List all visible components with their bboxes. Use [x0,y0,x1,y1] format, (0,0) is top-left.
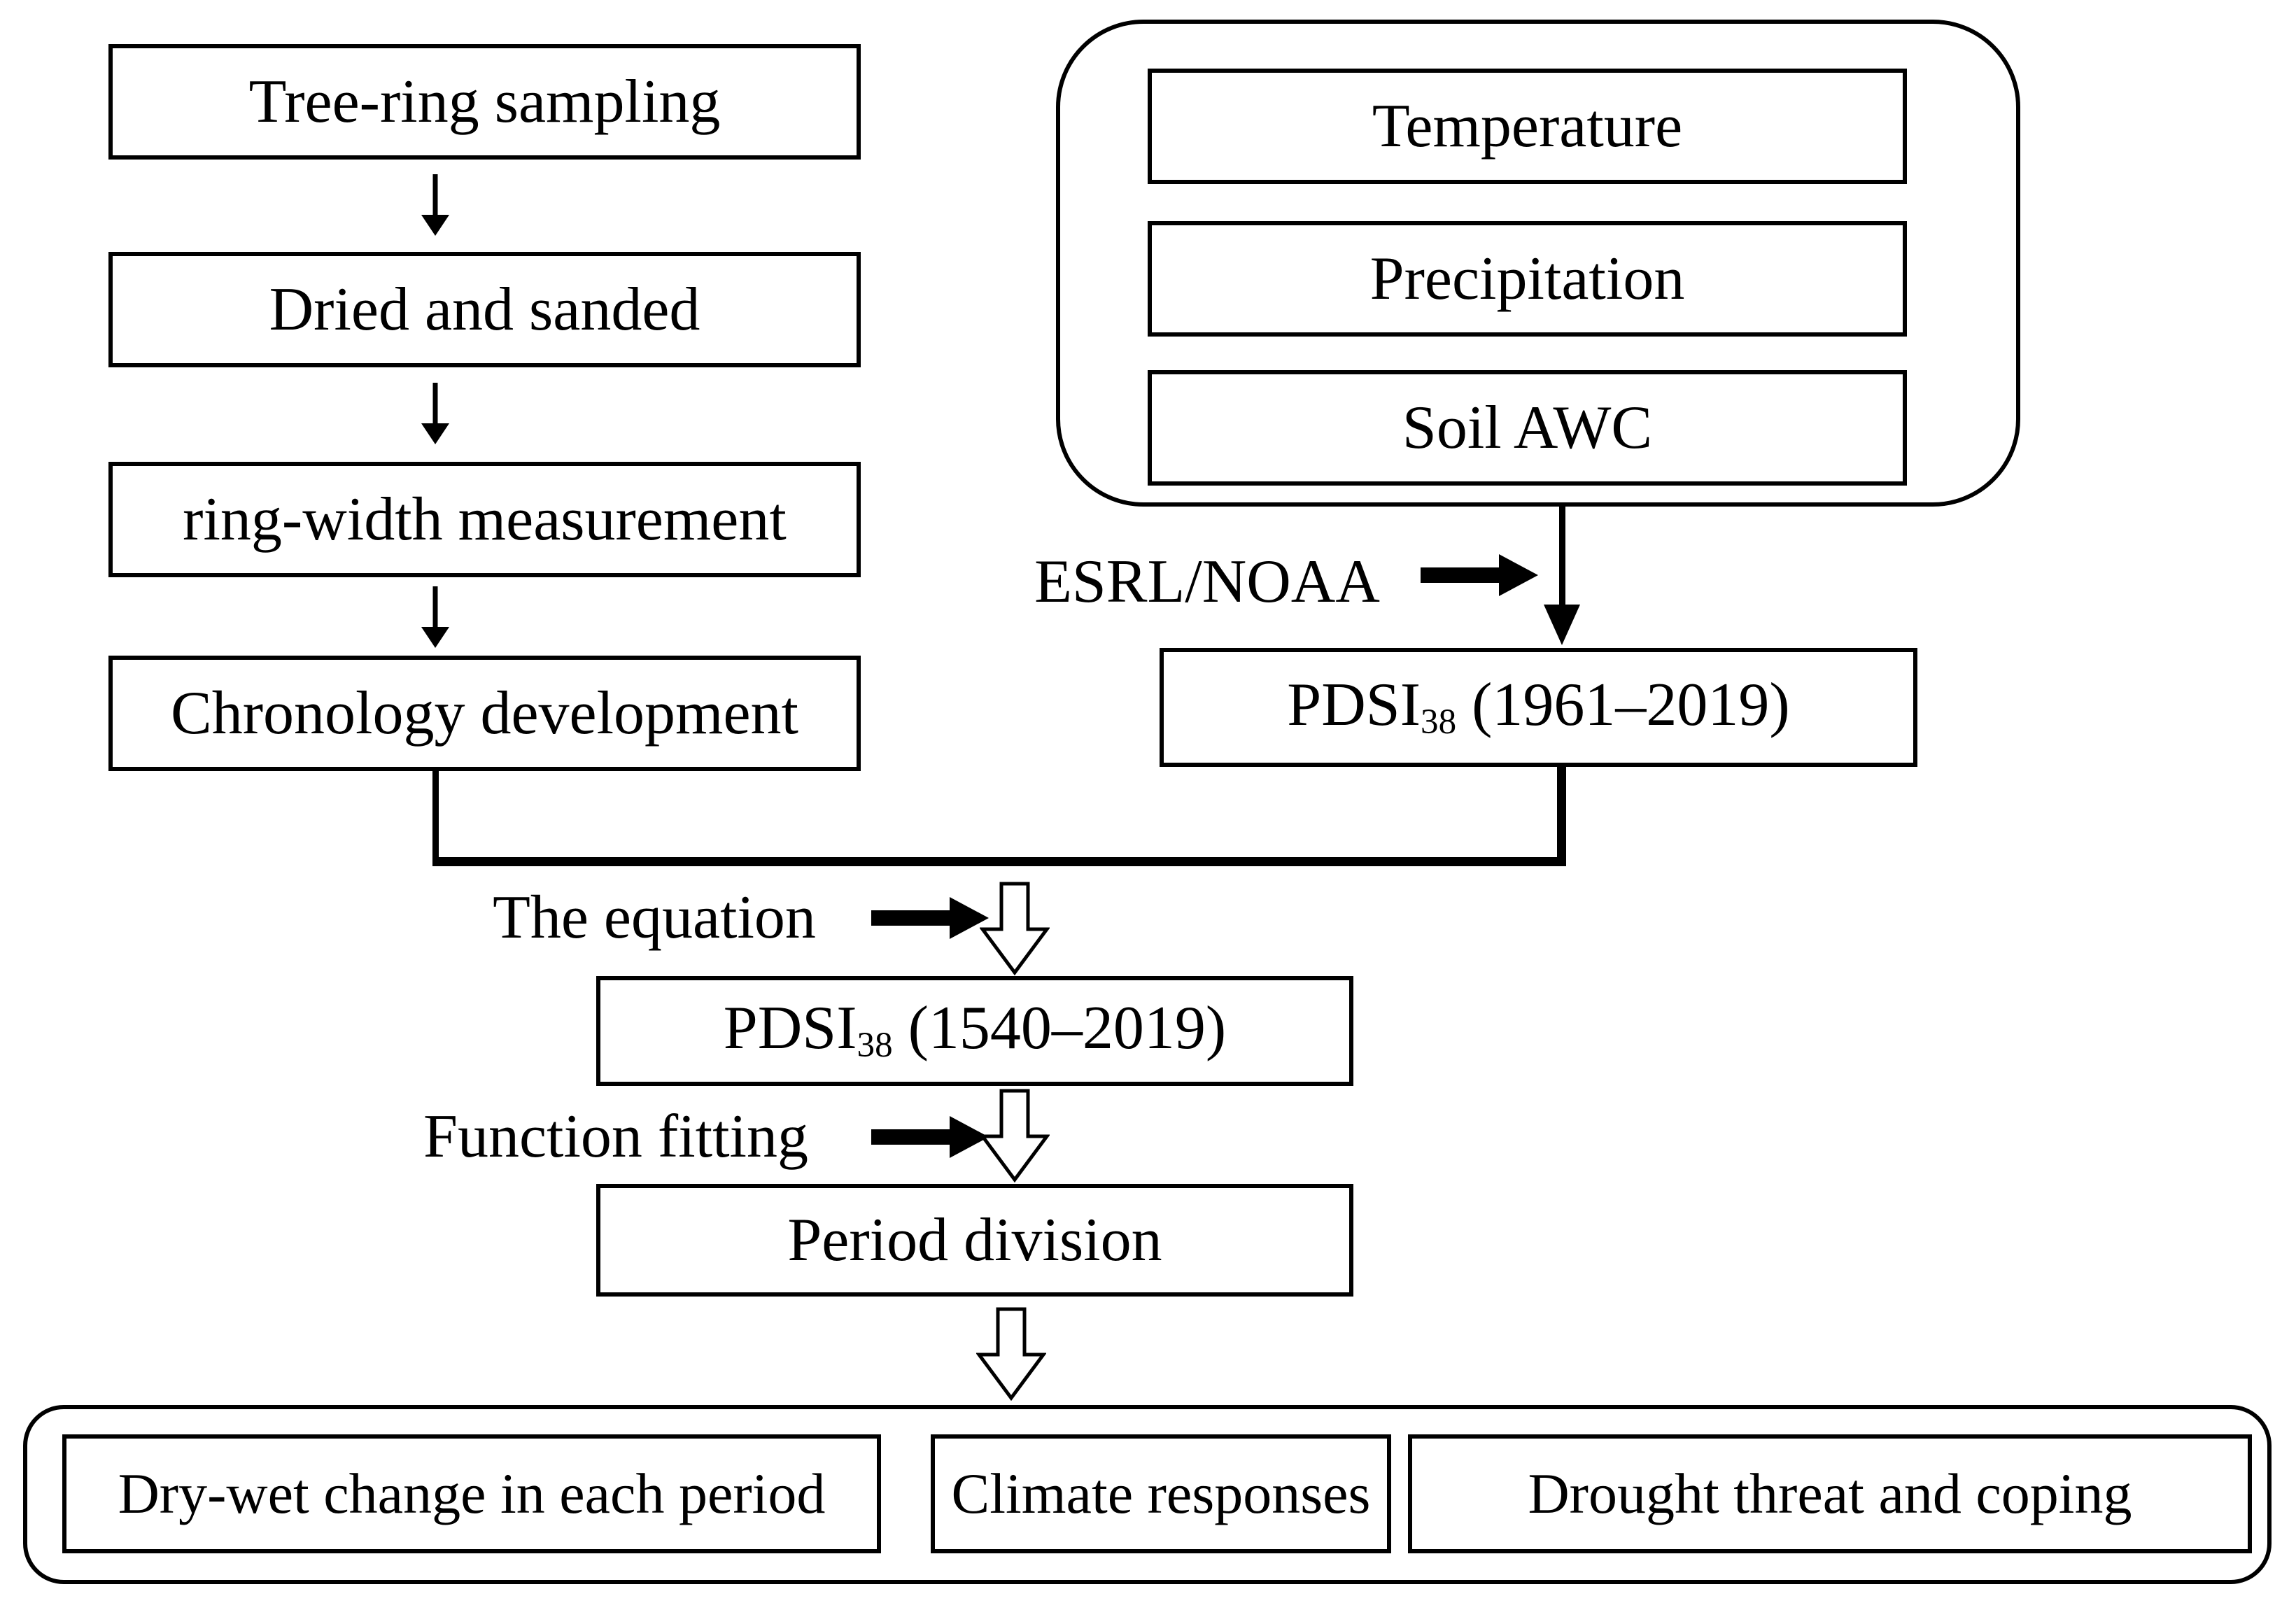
box-period-division: Period division [596,1184,1353,1297]
merge-connector-line [432,767,1566,866]
hollow-down-arrow-icon [976,1307,1046,1401]
box-dry-wet-change: Dry-wet change in each period [62,1434,881,1553]
down-arrow-icon [421,586,449,648]
box-label: Soil AWC [1402,393,1653,462]
box-climate-responses: Climate responses [931,1434,1391,1553]
box-temperature: Temperature [1148,69,1907,184]
hollow-down-arrow-icon [980,882,1050,975]
box-label: Chronology development [171,679,798,747]
equation-label: The equation [493,884,816,952]
box-pdsi-1961-2019: PDSI38 (1961–2019) [1160,648,1917,767]
box-label: Drought threat and coping [1528,1462,2132,1525]
function-fitting-label: Function fitting [423,1103,808,1171]
down-arrow-icon [421,174,449,236]
pdsi-subscript: 38 [857,1026,893,1066]
right-arrow-icon [871,897,989,939]
box-pdsi-1540-2019: PDSI38 (1540–2019) [596,976,1353,1086]
box-label: PDSI38 (1540–2019) [723,994,1227,1066]
esrl-noaa-label: ESRL/NOAA [1034,548,1380,616]
box-label: Dried and sanded [269,275,700,344]
box-label: Tree-ring sampling [248,67,721,136]
right-arrow-icon [871,1116,989,1158]
pdsi-subscript: 38 [1421,702,1457,742]
box-precipitation: Precipitation [1148,221,1907,337]
box-label: Dry-wet change in each period [118,1462,826,1525]
box-tree-ring-sampling: Tree-ring sampling [108,44,861,160]
down-arrow-icon [1544,505,1580,645]
down-arrow-icon [421,383,449,444]
box-label: ring-width measurement [183,485,787,553]
box-label: Period division [787,1206,1162,1274]
box-label: Precipitation [1369,244,1685,313]
box-chronology-development: Chronology development [108,656,861,771]
box-label: Temperature [1372,92,1683,160]
box-label: PDSI38 (1961–2019) [1287,670,1790,742]
box-label: Climate responses [951,1462,1371,1525]
box-dried-and-sanded: Dried and sanded [108,252,861,367]
box-soil-awc: Soil AWC [1148,370,1907,486]
right-arrow-icon [1421,554,1538,596]
box-ring-width-measurement: ring-width measurement [108,462,861,577]
hollow-down-arrow-icon [980,1089,1050,1182]
box-drought-threat-coping: Drought threat and coping [1408,1434,2252,1553]
